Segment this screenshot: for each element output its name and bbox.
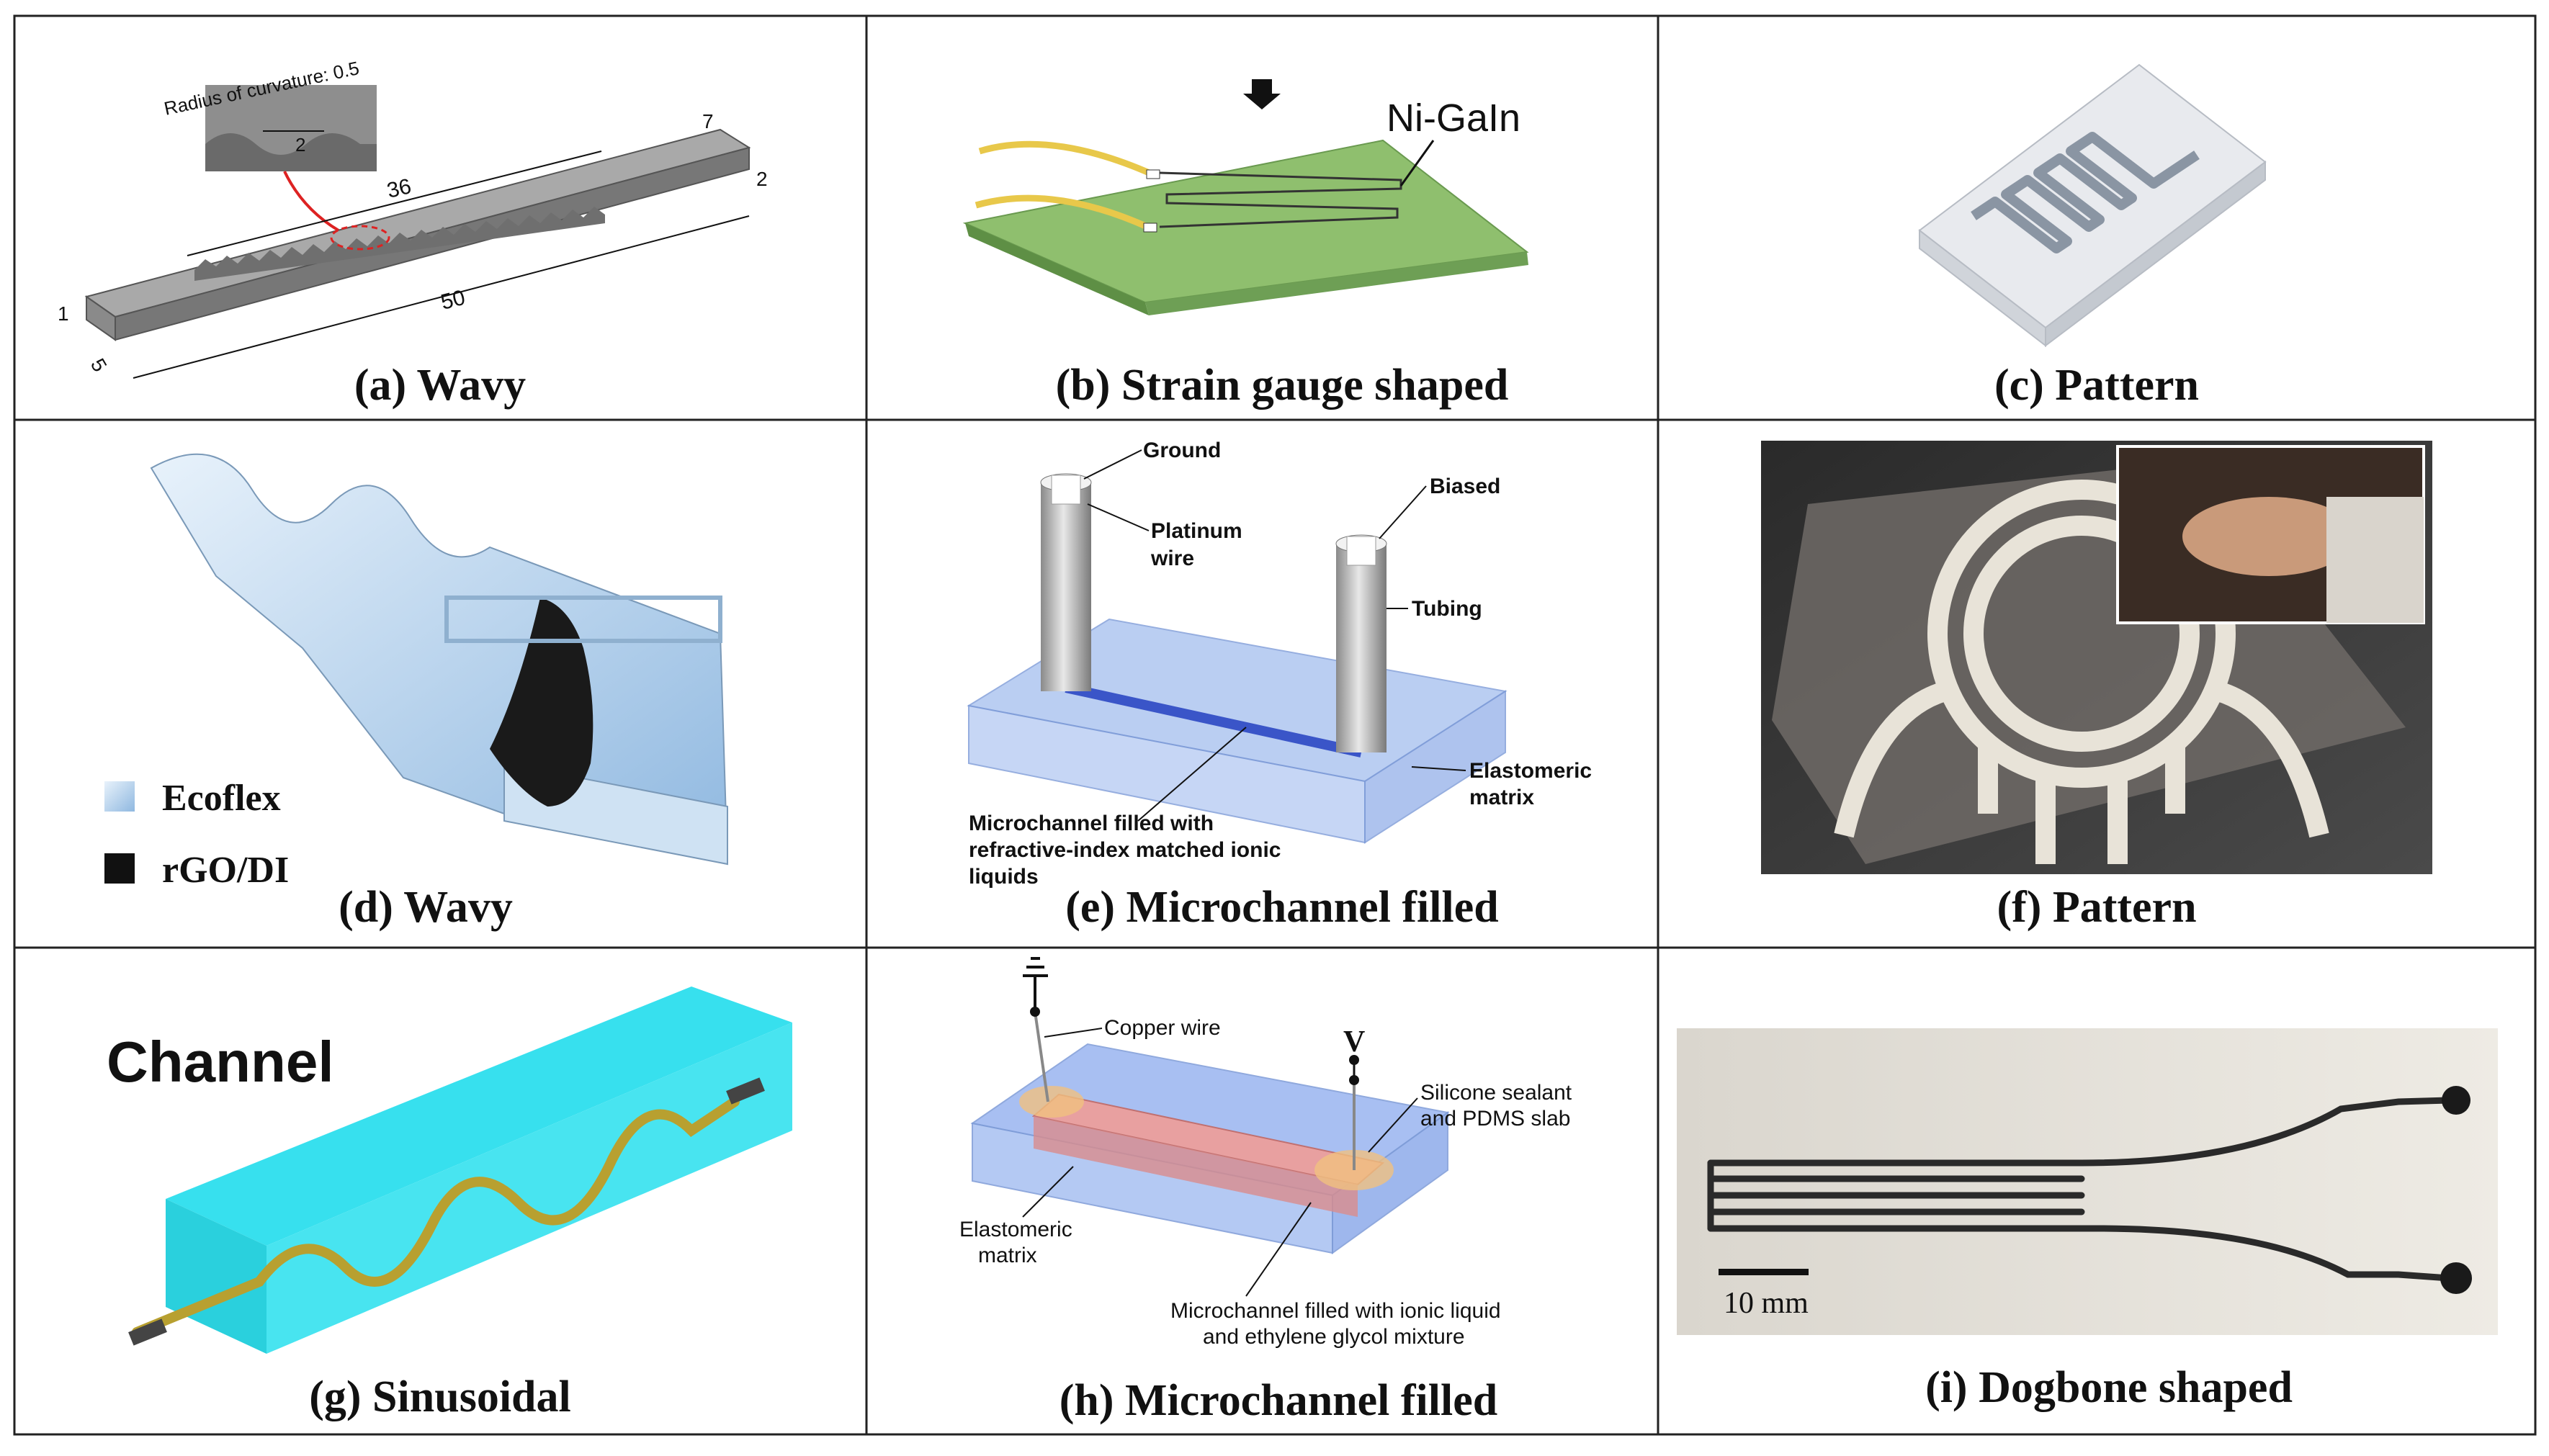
label-micro-1: Microchannel filled with ionic liquid [1170,1299,1501,1323]
pattern-channel [1971,132,2200,253]
caption-c: (c) Pattern [1994,361,2199,410]
panel-c-pattern: (c) Pattern [1918,63,2267,410]
legend-rgo-swatch [104,853,135,884]
caption-g: (g) Sinusoidal [309,1372,571,1421]
arrow-down-icon [1243,79,1281,109]
label-elast-2: matrix [978,1244,1037,1267]
ground-icon [1023,957,1048,1008]
label-micro-1: Microchannel filled with [969,812,1214,835]
scale-bar [1719,1269,1809,1275]
panel-h-microchannel: V Copper wire Silicone sealant and PDMS … [959,957,1572,1425]
wave-teeth [194,207,605,281]
label-platinum-2: wire [1150,547,1194,570]
panel-d-wavy: Ecoflex rGO/DI (d) Wavy [104,453,729,932]
label-micro-2: and ethylene glycol mixture [1203,1325,1465,1349]
scale-label: 10 mm [1724,1287,1809,1320]
cyan-slab [166,987,792,1246]
rgo-strip [490,598,593,806]
label-elast-1: Elastomeric [959,1218,1072,1241]
panel-b-strain-gauge: Ni-GaIn (b) Strain gauge shaped [962,79,1529,410]
panel-f-pattern: (f) Pattern [1761,441,2432,932]
label-micro-2: refractive-index matched ionic [969,838,1281,862]
channel [1065,683,1363,758]
label-biased: Biased [1430,475,1500,498]
printed-pattern [1834,480,2329,864]
label-v: V [1343,1025,1365,1059]
dim-50: 50 [439,286,467,315]
dogbone-trace [1707,1097,2452,1282]
legend-ecoflex-swatch [104,781,135,812]
panel-a-wavy: Radius of curvature: 0.5 2 36 50 7 2 1 5… [58,57,768,410]
dim-1: 1 [58,302,69,325]
panel-g-sinusoidal: Channel (g) Sinusoidal [107,987,792,1421]
tube-right [1336,544,1387,752]
caption-a: (a) Wavy [354,361,526,410]
dim-5: 5 [86,355,112,376]
label-ground: Ground [1143,439,1221,462]
wire-2 [975,194,1150,231]
label-copper: Copper wire [1104,1016,1221,1040]
label-elastomeric-2: matrix [1469,786,1534,809]
red-arrow [283,171,340,232]
legend-rgo: rGO/DI [162,850,289,891]
grid-lines [13,14,2537,1436]
wire-1 [978,140,1154,178]
label-sil-1: Silicone sealant [1420,1081,1572,1105]
label-elastomeric-1: Elastomeric [1469,759,1592,783]
dim-2-inset: 2 [295,134,305,156]
label-platinum-1: Platinum [1151,519,1242,543]
label-nigain: Ni-GaIn [1387,96,1520,140]
label-channel: Channel [107,1030,334,1094]
label-tubing: Tubing [1412,597,1482,621]
legend-ecoflex: Ecoflex [162,778,281,819]
panel-i-dogbone: 10 mm (i) Dogbone shaped [1677,1028,2498,1412]
label-sil-2: and PDMS slab [1420,1107,1570,1131]
caption-i: (i) Dogbone shaped [1925,1363,2293,1412]
tube-left [1041,482,1091,691]
serpentine-gauge [1159,171,1402,228]
dim-7: 7 [702,110,714,132]
sinusoidal-channel [132,1097,740,1337]
caption-d: (d) Wavy [339,883,513,932]
dim-36: 36 [385,174,413,203]
caption-e: (e) Microchannel filled [1065,883,1499,932]
panel-e-microchannel: Ground Platinum wire Biased Tubing Elast… [967,439,1592,932]
caption-b: (b) Strain gauge shaped [1056,361,1509,410]
label-micro-3: liquids [969,865,1039,889]
caption-h: (h) Microchannel filled [1060,1376,1497,1425]
caption-f: (f) Pattern [1997,883,2196,932]
dim-2-right: 2 [756,168,768,190]
green-sheet [962,139,1529,304]
